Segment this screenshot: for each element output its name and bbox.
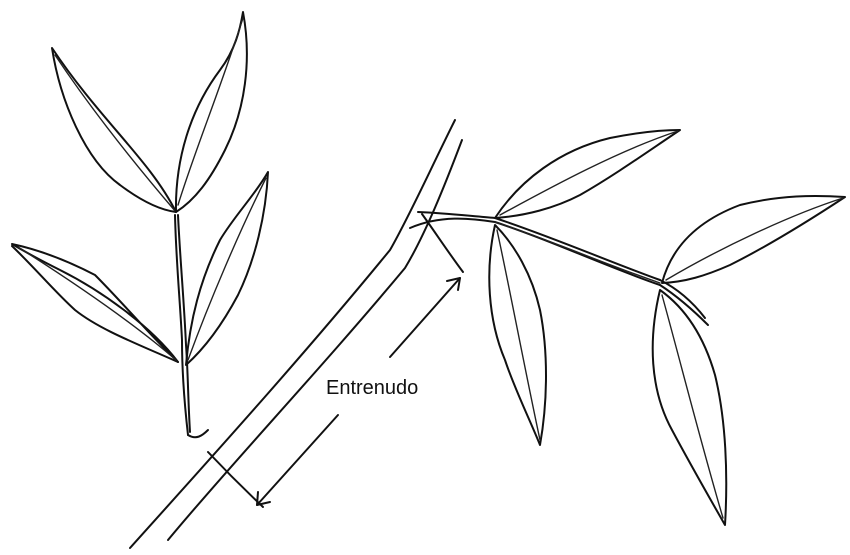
right-leaf-upper-second [662, 196, 845, 283]
left-leaf-middle-left [12, 244, 178, 362]
lower-tick [208, 452, 263, 507]
right-leaf-upper-first [495, 130, 680, 218]
right-branch [410, 212, 708, 325]
right-leaf-lower-second [653, 290, 727, 525]
left-leaf-top-left [52, 48, 176, 212]
arrow-up-shaft [390, 278, 460, 357]
internode-marker [208, 214, 463, 507]
left-leaf-top-right [176, 12, 247, 212]
left-leaf-middle-right [186, 172, 268, 365]
main-stem [130, 120, 462, 548]
left-branch [175, 215, 190, 435]
right-leaf-lower-first [489, 225, 546, 445]
upper-tick [422, 214, 463, 272]
arrow-down-shaft [257, 415, 338, 505]
internode-label: Entrenudo [326, 377, 418, 400]
